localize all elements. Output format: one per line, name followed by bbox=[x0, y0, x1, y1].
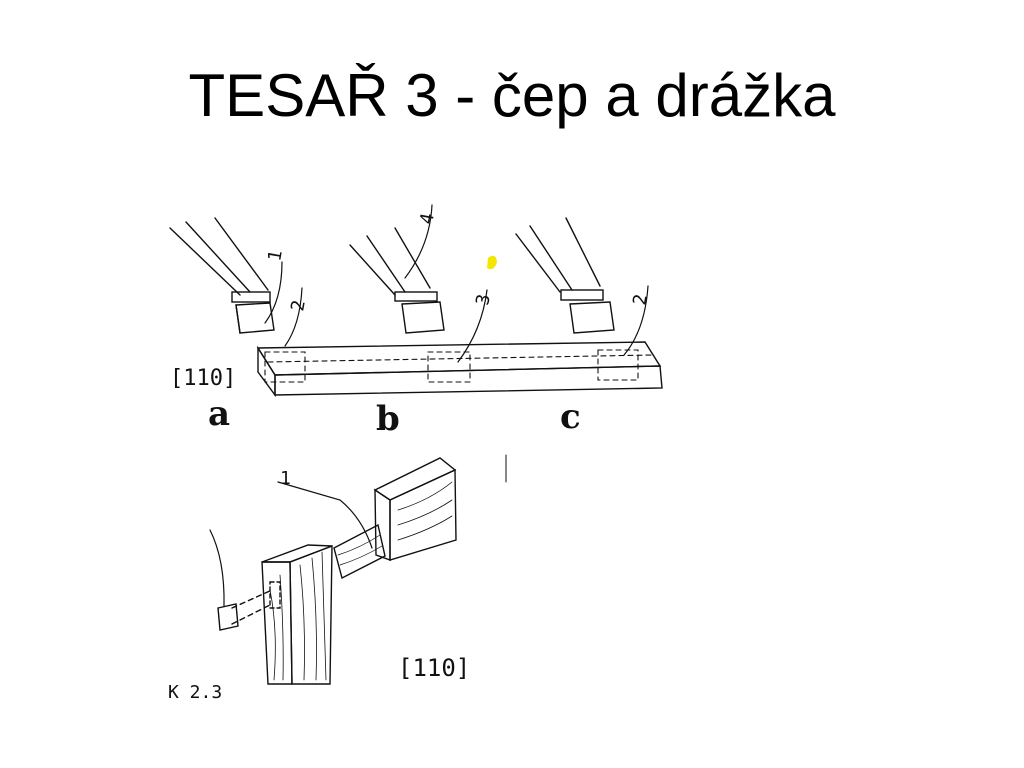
rail-with-tenon-drawing bbox=[277, 457, 457, 580]
beam-b-drawing bbox=[349, 227, 445, 334]
beam-c-drawing bbox=[515, 217, 615, 334]
base-beam-drawing bbox=[256, 341, 663, 398]
post-drawing bbox=[209, 529, 333, 685]
letter-b: b bbox=[376, 399, 400, 439]
letter-a: a bbox=[208, 394, 230, 434]
slide-title: TESAŘ 3 - čep a drážka bbox=[188, 62, 836, 129]
callout-2-a: 2 bbox=[287, 299, 310, 313]
ref-top: [110] bbox=[170, 366, 236, 391]
letter-c: c bbox=[560, 397, 581, 437]
callout-leaders-top bbox=[264, 204, 649, 363]
callout-1-top: 1 bbox=[264, 249, 287, 263]
beam-a-drawing bbox=[169, 217, 275, 334]
callout-3: 3 bbox=[472, 293, 495, 307]
figure-code: K 2.3 bbox=[168, 682, 222, 703]
callout-4: 4 bbox=[416, 212, 439, 226]
highlight-mark bbox=[487, 255, 497, 270]
callout-1-bottom: 1 bbox=[280, 468, 291, 489]
ref-bottom: [110] bbox=[398, 654, 470, 682]
callout-2-c: 2 bbox=[629, 293, 652, 307]
